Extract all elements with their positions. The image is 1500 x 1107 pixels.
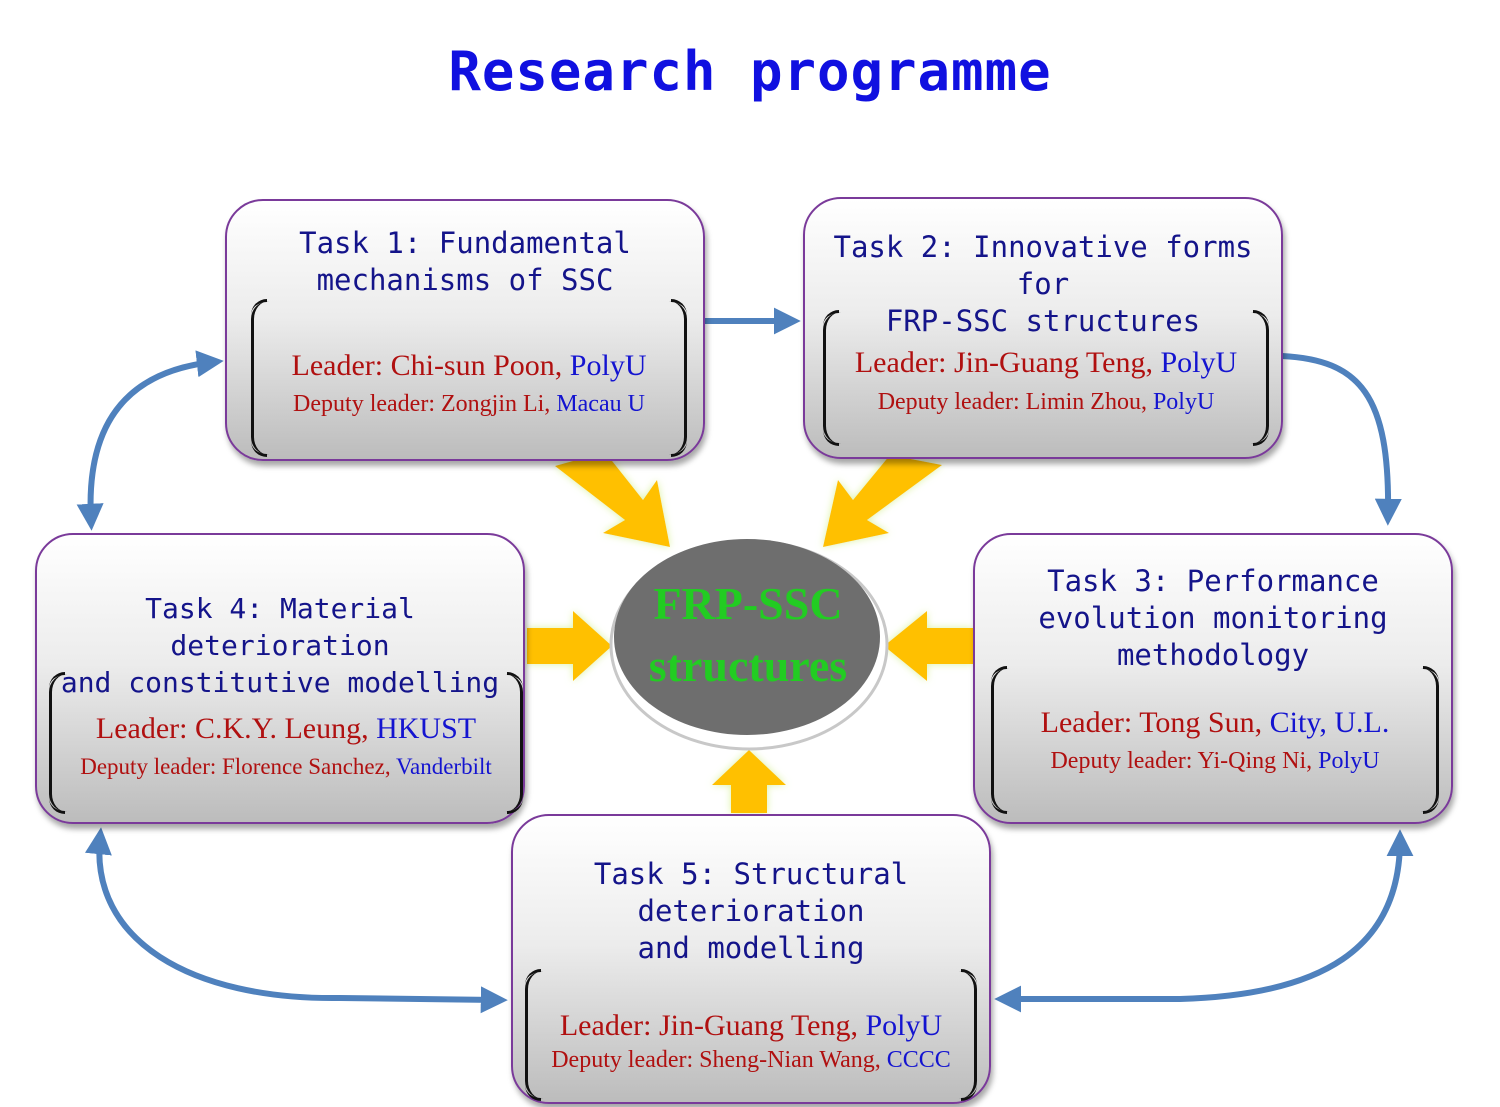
task-4-leader: Leader: C.K.Y. Leung, HKUST bbox=[95, 712, 477, 745]
arrow-task1-task4 bbox=[76, 350, 224, 531]
arrow-task4-task5 bbox=[84, 827, 508, 1014]
task-3-deputy: Deputy leader: Yi-Qing Ni, PolyU bbox=[1050, 748, 1380, 774]
task-5-bracket: Leader: Jin-Guang Teng, PolyU Deputy lea… bbox=[525, 969, 977, 1101]
task-1-box: Task 1: Fundamental mechanisms of SSC Le… bbox=[225, 199, 705, 461]
flow-arrow-task5 bbox=[712, 750, 786, 813]
task-2-bracket: Leader: Jin-Guang Teng, PolyU Deputy lea… bbox=[823, 310, 1269, 446]
task-1-bracket: Leader: Chi-sun Poon, PolyU Deputy leade… bbox=[251, 299, 687, 457]
task-1-deputy: Deputy leader: Zongjin Li, Macau U bbox=[293, 391, 645, 417]
task-4-bracket: Leader: C.K.Y. Leung, HKUST Deputy leade… bbox=[49, 672, 523, 814]
center-line-1: FRP-SSC bbox=[653, 578, 843, 629]
center-node-shape bbox=[614, 539, 880, 735]
task-4-title: Task 4: Material deterioration and const… bbox=[60, 592, 500, 699]
task-1-leader: Leader: Chi-sun Poon, PolyU bbox=[291, 349, 647, 382]
arrow-task2-to-task3 bbox=[1281, 353, 1402, 526]
flow-arrow-task2 bbox=[823, 455, 942, 547]
task-5-box: Task 5: Structural deterioration and mod… bbox=[511, 814, 991, 1104]
task-5-title: Task 5: Structural deterioration and mod… bbox=[593, 857, 909, 965]
task-2-leader: Leader: Jin-Guang Teng, PolyU bbox=[854, 346, 1238, 379]
task-3-leader: Leader: Tong Sun, City, U.L. bbox=[1040, 706, 1390, 739]
task-2-title: Task 2: Innovative forms for FRP-SSC str… bbox=[833, 230, 1253, 338]
task-3-title: Task 3: Performance evolution monitoring… bbox=[1038, 564, 1388, 672]
task-4-box: Task 4: Material deterioration and const… bbox=[35, 533, 525, 824]
task-2-deputy: Deputy leader: Limin Zhou, PolyU bbox=[877, 389, 1215, 415]
arrow-task5-task3 bbox=[994, 829, 1414, 1013]
task-2-box: Task 2: Innovative forms for FRP-SSC str… bbox=[803, 197, 1283, 459]
page-title: Research programme bbox=[448, 40, 1052, 103]
task-1-title: Task 1: Fundamental mechanisms of SSC bbox=[299, 226, 631, 297]
center-line-2: structures bbox=[648, 640, 848, 691]
task-3-bracket: Leader: Tong Sun, City, U.L. Deputy lead… bbox=[991, 666, 1439, 814]
center-node-label: FRP-SSC structures bbox=[616, 537, 880, 733]
task-5-deputy: Deputy leader: Sheng-Nian Wang, CCCC bbox=[551, 1047, 951, 1073]
task-3-box: Task 3: Performance evolution monitoring… bbox=[973, 533, 1453, 824]
flow-arrow-task1 bbox=[555, 452, 670, 547]
task-5-leader: Leader: Jin-Guang Teng, PolyU bbox=[559, 1009, 943, 1042]
flow-arrow-task4 bbox=[527, 611, 612, 681]
flow-arrow-task3 bbox=[884, 611, 973, 681]
task-4-deputy: Deputy leader: Florence Sanchez, Vanderb… bbox=[80, 754, 492, 779]
